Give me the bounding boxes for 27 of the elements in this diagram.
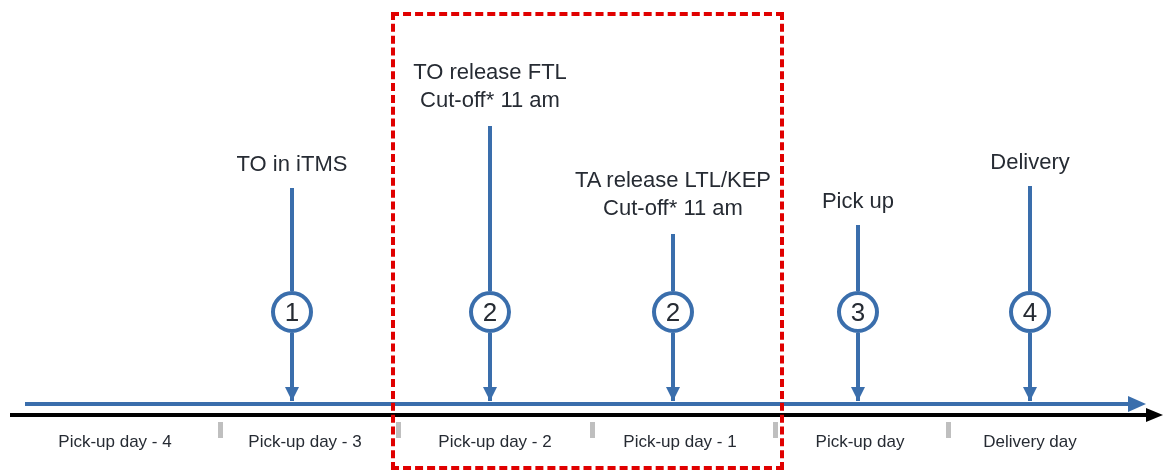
highlight-frame: [391, 12, 784, 470]
day-label: Delivery day: [983, 432, 1077, 452]
step-number: 2: [469, 291, 511, 333]
step-number: 4: [1009, 291, 1051, 333]
connector-line: [856, 225, 860, 291]
connector-line: [290, 188, 294, 291]
arrow: [285, 333, 299, 401]
arrow: [1023, 333, 1037, 401]
connector-line: [488, 126, 492, 291]
event-label: Delivery: [975, 148, 1085, 178]
arrow: [483, 333, 497, 401]
day-label: Pick-up day - 2: [438, 432, 552, 452]
step-number: 1: [271, 291, 313, 333]
step-number: 2: [652, 291, 694, 333]
event-label: TO release FTL Cut-off* 11 am: [405, 58, 575, 118]
day-label: Pick-up day - 4: [58, 432, 172, 452]
connector-line: [671, 234, 675, 291]
step-number: 3: [837, 291, 879, 333]
event-label: TO in iTMS: [212, 150, 372, 180]
day-label: Pick-up day: [815, 432, 905, 452]
arrow: [851, 333, 865, 401]
event-label: TA release LTL/KEP Cut-off* 11 am: [545, 166, 801, 226]
arrow: [666, 333, 680, 401]
event-label: Pick up: [808, 187, 908, 217]
day-label: Pick-up day - 3: [248, 432, 362, 452]
connector-line: [1028, 186, 1032, 291]
day-label: Pick-up day - 1: [623, 432, 737, 452]
